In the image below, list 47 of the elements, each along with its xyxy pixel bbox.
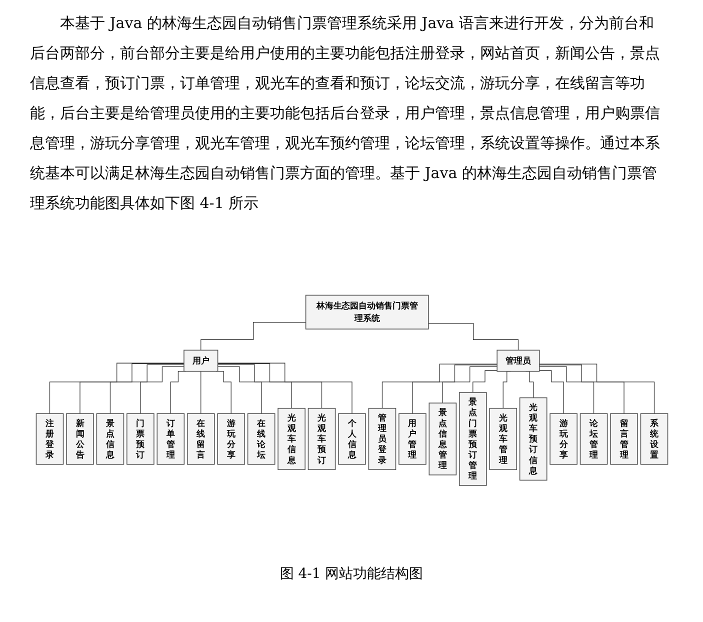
connector bbox=[216, 362, 352, 414]
node-box: 游玩分享 bbox=[549, 413, 577, 465]
connector bbox=[79, 364, 184, 414]
connector bbox=[442, 366, 497, 404]
node-box: 景点信息 bbox=[96, 413, 124, 465]
node-box: 在线论坛 bbox=[246, 413, 275, 465]
connector bbox=[428, 323, 518, 351]
figure-caption: 图 4-1 网站功能结构图 bbox=[278, 565, 424, 583]
connector bbox=[140, 366, 184, 414]
node-box: 光观车预订 bbox=[307, 408, 336, 470]
node-box: 用户管理 bbox=[398, 413, 426, 465]
node-box: 新闻公告 bbox=[66, 413, 94, 465]
node-box: 订单管理 bbox=[156, 413, 184, 465]
intro-paragraph: 本基于 Java 的林海生态园自动销售门票管理系统采用 Java 语言来进行开发，分为前台和后台两部分，前台部分主要是给用户使用的主要功能包括注册登录，网站首页，新闻公告，景点信息查看，预订门票，订单管理，观光车的查看和预订，论坛交流，游玩分享，在线留言等功能，后台主要是给管理员使用的主要功能包括后台登录，用户管理，景点信息管理，用户购票信息管理，游玩分享管理，观光车管理，观光车预约管理，论坛管理，系统设置等操作。通过本系统基本可以满足林海生态园自动销售门票方面的管理。基于 Java 的林海生态园自动销售门票管理系统功能图具体如下图 4-1 所示 bbox=[30, 13, 661, 214]
node-box: 光观车信息 bbox=[277, 408, 305, 470]
connector bbox=[109, 364, 184, 414]
node-box: 景点门票预订管理 bbox=[458, 392, 486, 486]
connector bbox=[381, 364, 497, 409]
connector bbox=[216, 364, 292, 409]
node-box: 光观车预订信息 bbox=[518, 398, 547, 481]
node-box: 管理员 bbox=[496, 350, 540, 372]
node-box: 景点信息管理 bbox=[428, 402, 456, 476]
node-box: 光观车管理 bbox=[488, 408, 517, 470]
connector bbox=[412, 364, 497, 414]
connector bbox=[538, 366, 594, 414]
node-box: 系统设置 bbox=[640, 413, 668, 465]
node-box: 论坛管理 bbox=[579, 413, 608, 465]
connector bbox=[216, 366, 262, 414]
connector bbox=[170, 371, 186, 414]
connector bbox=[200, 322, 306, 351]
node-box: 管理员登录 bbox=[368, 408, 396, 470]
connector bbox=[538, 370, 564, 414]
connector bbox=[48, 362, 184, 414]
node-box: 注册登录 bbox=[35, 413, 64, 465]
node-box: 林海生态园自动销售门票管理系统 bbox=[304, 294, 428, 330]
connector bbox=[538, 364, 624, 414]
connector bbox=[216, 364, 322, 409]
node-box: 个人信息 bbox=[338, 413, 366, 465]
node-box: 留言管理 bbox=[610, 413, 638, 465]
node-box: 用户 bbox=[183, 350, 218, 372]
connector bbox=[215, 371, 231, 414]
node-box: 门票预订 bbox=[126, 413, 154, 465]
node-box: 游玩分享 bbox=[216, 413, 245, 465]
connector bbox=[200, 371, 201, 414]
node-box: 在线留言 bbox=[186, 413, 214, 465]
connector bbox=[472, 370, 497, 393]
connector bbox=[538, 364, 654, 414]
